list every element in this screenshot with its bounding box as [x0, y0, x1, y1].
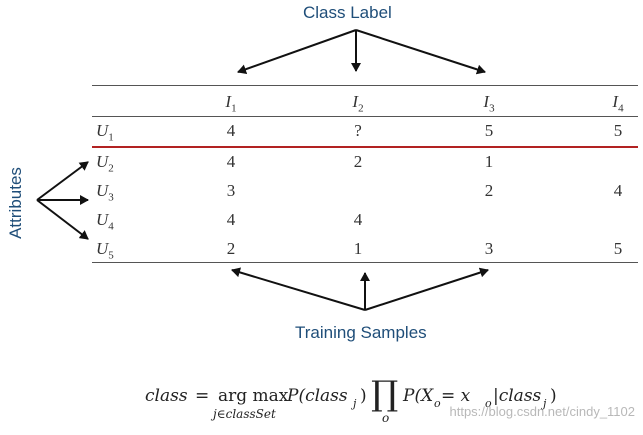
column-header-4: I4	[612, 92, 624, 115]
arrow-class-label-right	[355, 29, 486, 75]
table-cell: 4	[226, 210, 236, 229]
row-header-2: U2	[96, 152, 114, 175]
class-label-text: Class Label	[303, 3, 392, 22]
arrow-class-label-left	[237, 29, 357, 75]
table-cell: 4	[613, 181, 623, 200]
table-cell: 4	[353, 210, 363, 229]
training-samples-text: Training Samples	[295, 323, 427, 342]
formula-o-sub2: o	[485, 397, 492, 410]
formula-j-sub2: j	[543, 397, 547, 410]
class-separator-rule	[92, 146, 638, 148]
formula-o-sub1: o	[434, 397, 441, 410]
formula-argmax-sub: j∈classSet	[213, 407, 276, 421]
row-header-1: U1	[96, 121, 114, 144]
attributes-text: Attributes	[6, 167, 25, 239]
table-cell: 5	[613, 239, 623, 258]
formula-eq-x: = x	[441, 386, 471, 406]
column-header-3: I3	[483, 92, 495, 115]
table-cell: 2	[484, 181, 494, 200]
arrow-training-left	[231, 267, 366, 311]
table-top-rule	[92, 85, 638, 86]
arrow-training-right	[364, 267, 489, 311]
formula-given-class: |class	[493, 386, 542, 406]
table-cell: 4	[226, 121, 236, 140]
table-cell: 2	[226, 239, 236, 258]
formula-product: ∏	[371, 374, 399, 414]
table-cell: 5	[613, 121, 623, 140]
column-header-2: I2	[352, 92, 364, 115]
formula-argmax: arg max	[218, 386, 289, 406]
row-header-3: U3	[96, 181, 114, 204]
table-cell: 5	[484, 121, 494, 140]
formula-p-x: P(X	[403, 386, 434, 406]
column-header-1: I1	[225, 92, 237, 115]
arrow-attributes-down	[36, 199, 89, 240]
arrow-attributes-up	[36, 161, 89, 201]
table-bottom-rule	[92, 262, 638, 263]
formula-close-paren: )	[360, 386, 367, 406]
table-cell: ?	[354, 121, 362, 140]
formula-j-sub: j	[353, 397, 357, 410]
table-cell: 1	[353, 239, 363, 258]
table-cell: 3	[484, 239, 494, 258]
table-header-rule	[92, 116, 638, 117]
formula-equals: =	[195, 386, 210, 406]
row-header-4: U4	[96, 210, 114, 233]
formula-close2: )	[550, 386, 557, 406]
table-cell: 4	[226, 152, 236, 171]
table-cell: 1	[484, 152, 494, 171]
formula-lhs: class	[145, 386, 188, 406]
table-cell: 2	[353, 152, 363, 171]
formula-p-class: P(class	[287, 386, 348, 406]
watermark-text: https://blog.csdn.net/cindy_1102	[449, 404, 636, 419]
table-cell: 3	[226, 181, 236, 200]
formula-product-sub: o	[382, 411, 390, 425]
row-header-5: U5	[96, 239, 114, 262]
